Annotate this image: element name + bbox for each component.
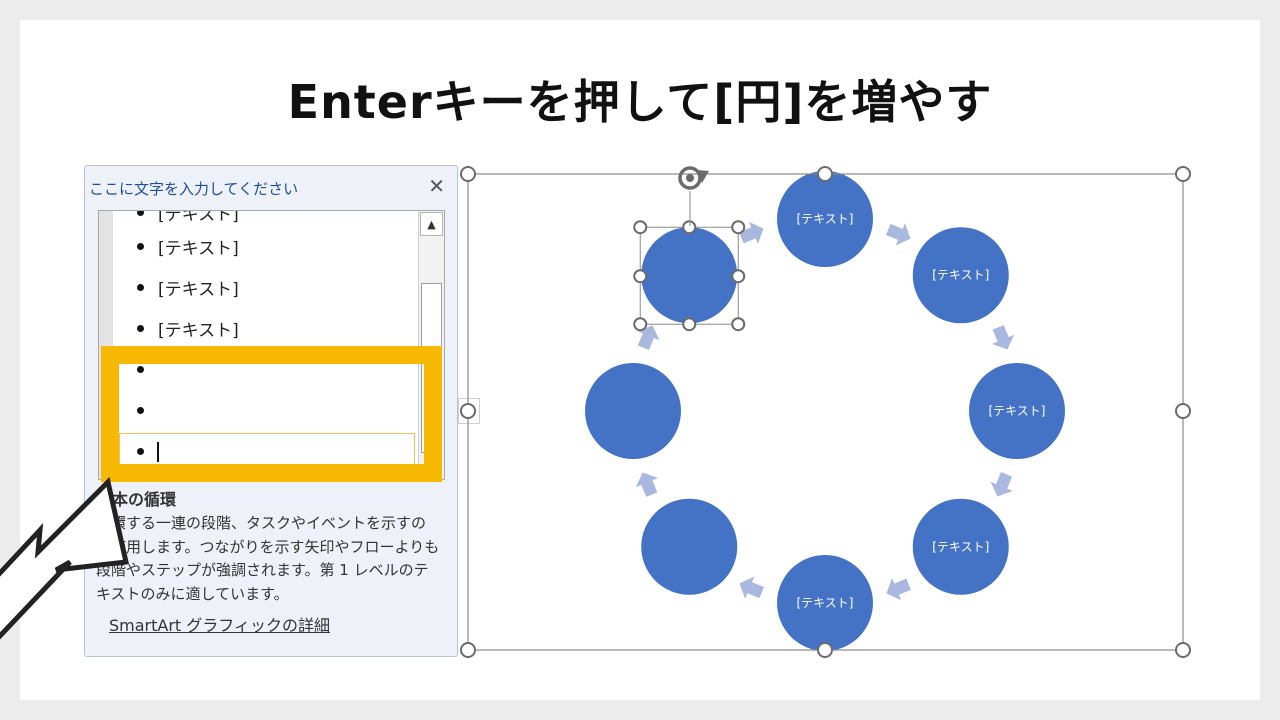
selection-frame[interactable] — [460, 166, 1191, 658]
shape-resize-handle[interactable] — [633, 269, 648, 284]
cycle-arrow — [886, 223, 911, 246]
cycle-arrow — [739, 221, 764, 244]
resize-handle[interactable] — [460, 642, 476, 658]
cycle-circle-label: [テキスト] — [796, 596, 853, 610]
bullet-icon — [137, 365, 144, 373]
resize-handle[interactable] — [1175, 642, 1191, 658]
bullet-icon — [137, 447, 144, 455]
cycle-circle-label: [テキスト] — [932, 268, 989, 282]
resize-handle[interactable] — [460, 166, 476, 182]
list-item[interactable]: [テキスト] — [137, 313, 239, 343]
smartart-details-link[interactable]: SmartArt グラフィックの詳細 — [109, 616, 330, 635]
cycle-circle[interactable] — [912, 498, 1009, 595]
bullet-icon — [137, 242, 144, 250]
text-caret — [157, 442, 159, 462]
text-pane-list[interactable]: [テキスト] [テキスト] [テキスト] [テキスト] ▲ — [98, 210, 445, 480]
cycle-arrow — [739, 576, 764, 599]
scroll-up-icon[interactable]: ▲ — [420, 212, 443, 236]
resize-handle[interactable] — [460, 403, 476, 419]
layout-name: 基本の循環 — [96, 490, 177, 509]
cycle-circle[interactable] — [585, 363, 681, 459]
shape-resize-handle[interactable] — [731, 220, 746, 235]
cycle-circle-label: [テキスト] — [988, 404, 1045, 418]
smartart-text-pane: ここに文字を入力してください ✕ [テキスト] [テキスト] [テキスト] [テ… — [84, 165, 458, 657]
list-item-text: [テキスト] — [158, 238, 239, 259]
cycle-arrows — [635, 221, 1015, 601]
shape-resize-handle[interactable] — [633, 220, 648, 235]
resize-handle[interactable] — [817, 166, 833, 182]
list-item[interactable] — [137, 395, 158, 425]
list-item[interactable] — [137, 354, 158, 384]
bullet-icon — [137, 406, 144, 414]
shape-resize-handle[interactable] — [731, 269, 746, 284]
shape-resize-handle[interactable] — [731, 317, 746, 332]
bullet-icon — [137, 211, 144, 216]
list-item-text: [テキスト] — [158, 279, 239, 300]
shape-resize-handle[interactable] — [633, 317, 648, 332]
resize-handle[interactable] — [1175, 166, 1191, 182]
cycle-arrow — [886, 578, 911, 601]
cycle-arrow — [990, 472, 1013, 497]
resize-handle[interactable] — [817, 642, 833, 658]
list-item[interactable]: [テキスト] — [137, 272, 239, 302]
cycle-arrow — [992, 325, 1015, 350]
cycle-circle-label: [テキスト] — [932, 540, 989, 554]
list-item-text: [テキスト] — [158, 210, 239, 225]
cycle-circle[interactable] — [912, 227, 1009, 324]
mouse-pointer-icon — [0, 477, 130, 640]
list-item-text: [テキスト] — [158, 320, 239, 341]
cycle-circle[interactable] — [777, 555, 873, 651]
cycle-arrow — [635, 472, 658, 497]
bullet-icon — [137, 283, 144, 291]
cycle-circle[interactable] — [641, 227, 738, 324]
cycle-circle[interactable] — [641, 498, 738, 595]
list-item-partial[interactable]: [テキスト] — [137, 210, 239, 227]
cycle-arrow — [637, 325, 660, 350]
list-item[interactable]: [テキスト] — [137, 231, 239, 261]
cycle-circle-label: [テキスト] — [796, 212, 853, 226]
cycle-circles[interactable]: [テキスト] [テキスト] [テキスト] [テキスト] [テキスト] — [585, 171, 1065, 651]
layout-description: 循環する一連の段階、タスクやイベントを示すのに使用します。つながりを示す矢印やフ… — [96, 514, 440, 603]
shape-resize-handle[interactable] — [682, 220, 697, 235]
bullet-icon — [137, 324, 144, 332]
resize-handle[interactable] — [1175, 403, 1191, 419]
cycle-circle[interactable] — [777, 171, 873, 267]
rotate-handle-icon[interactable] — [678, 166, 709, 190]
close-icon[interactable]: ✕ — [428, 174, 445, 198]
slide-title[interactable]: Enterキーを押して[円]を増やす — [287, 75, 993, 129]
text-pane-title: ここに文字を入力してください — [89, 180, 299, 198]
cycle-circle[interactable] — [969, 363, 1065, 459]
shape-resize-handle[interactable] — [682, 317, 697, 332]
list-item-active[interactable] — [137, 436, 158, 466]
